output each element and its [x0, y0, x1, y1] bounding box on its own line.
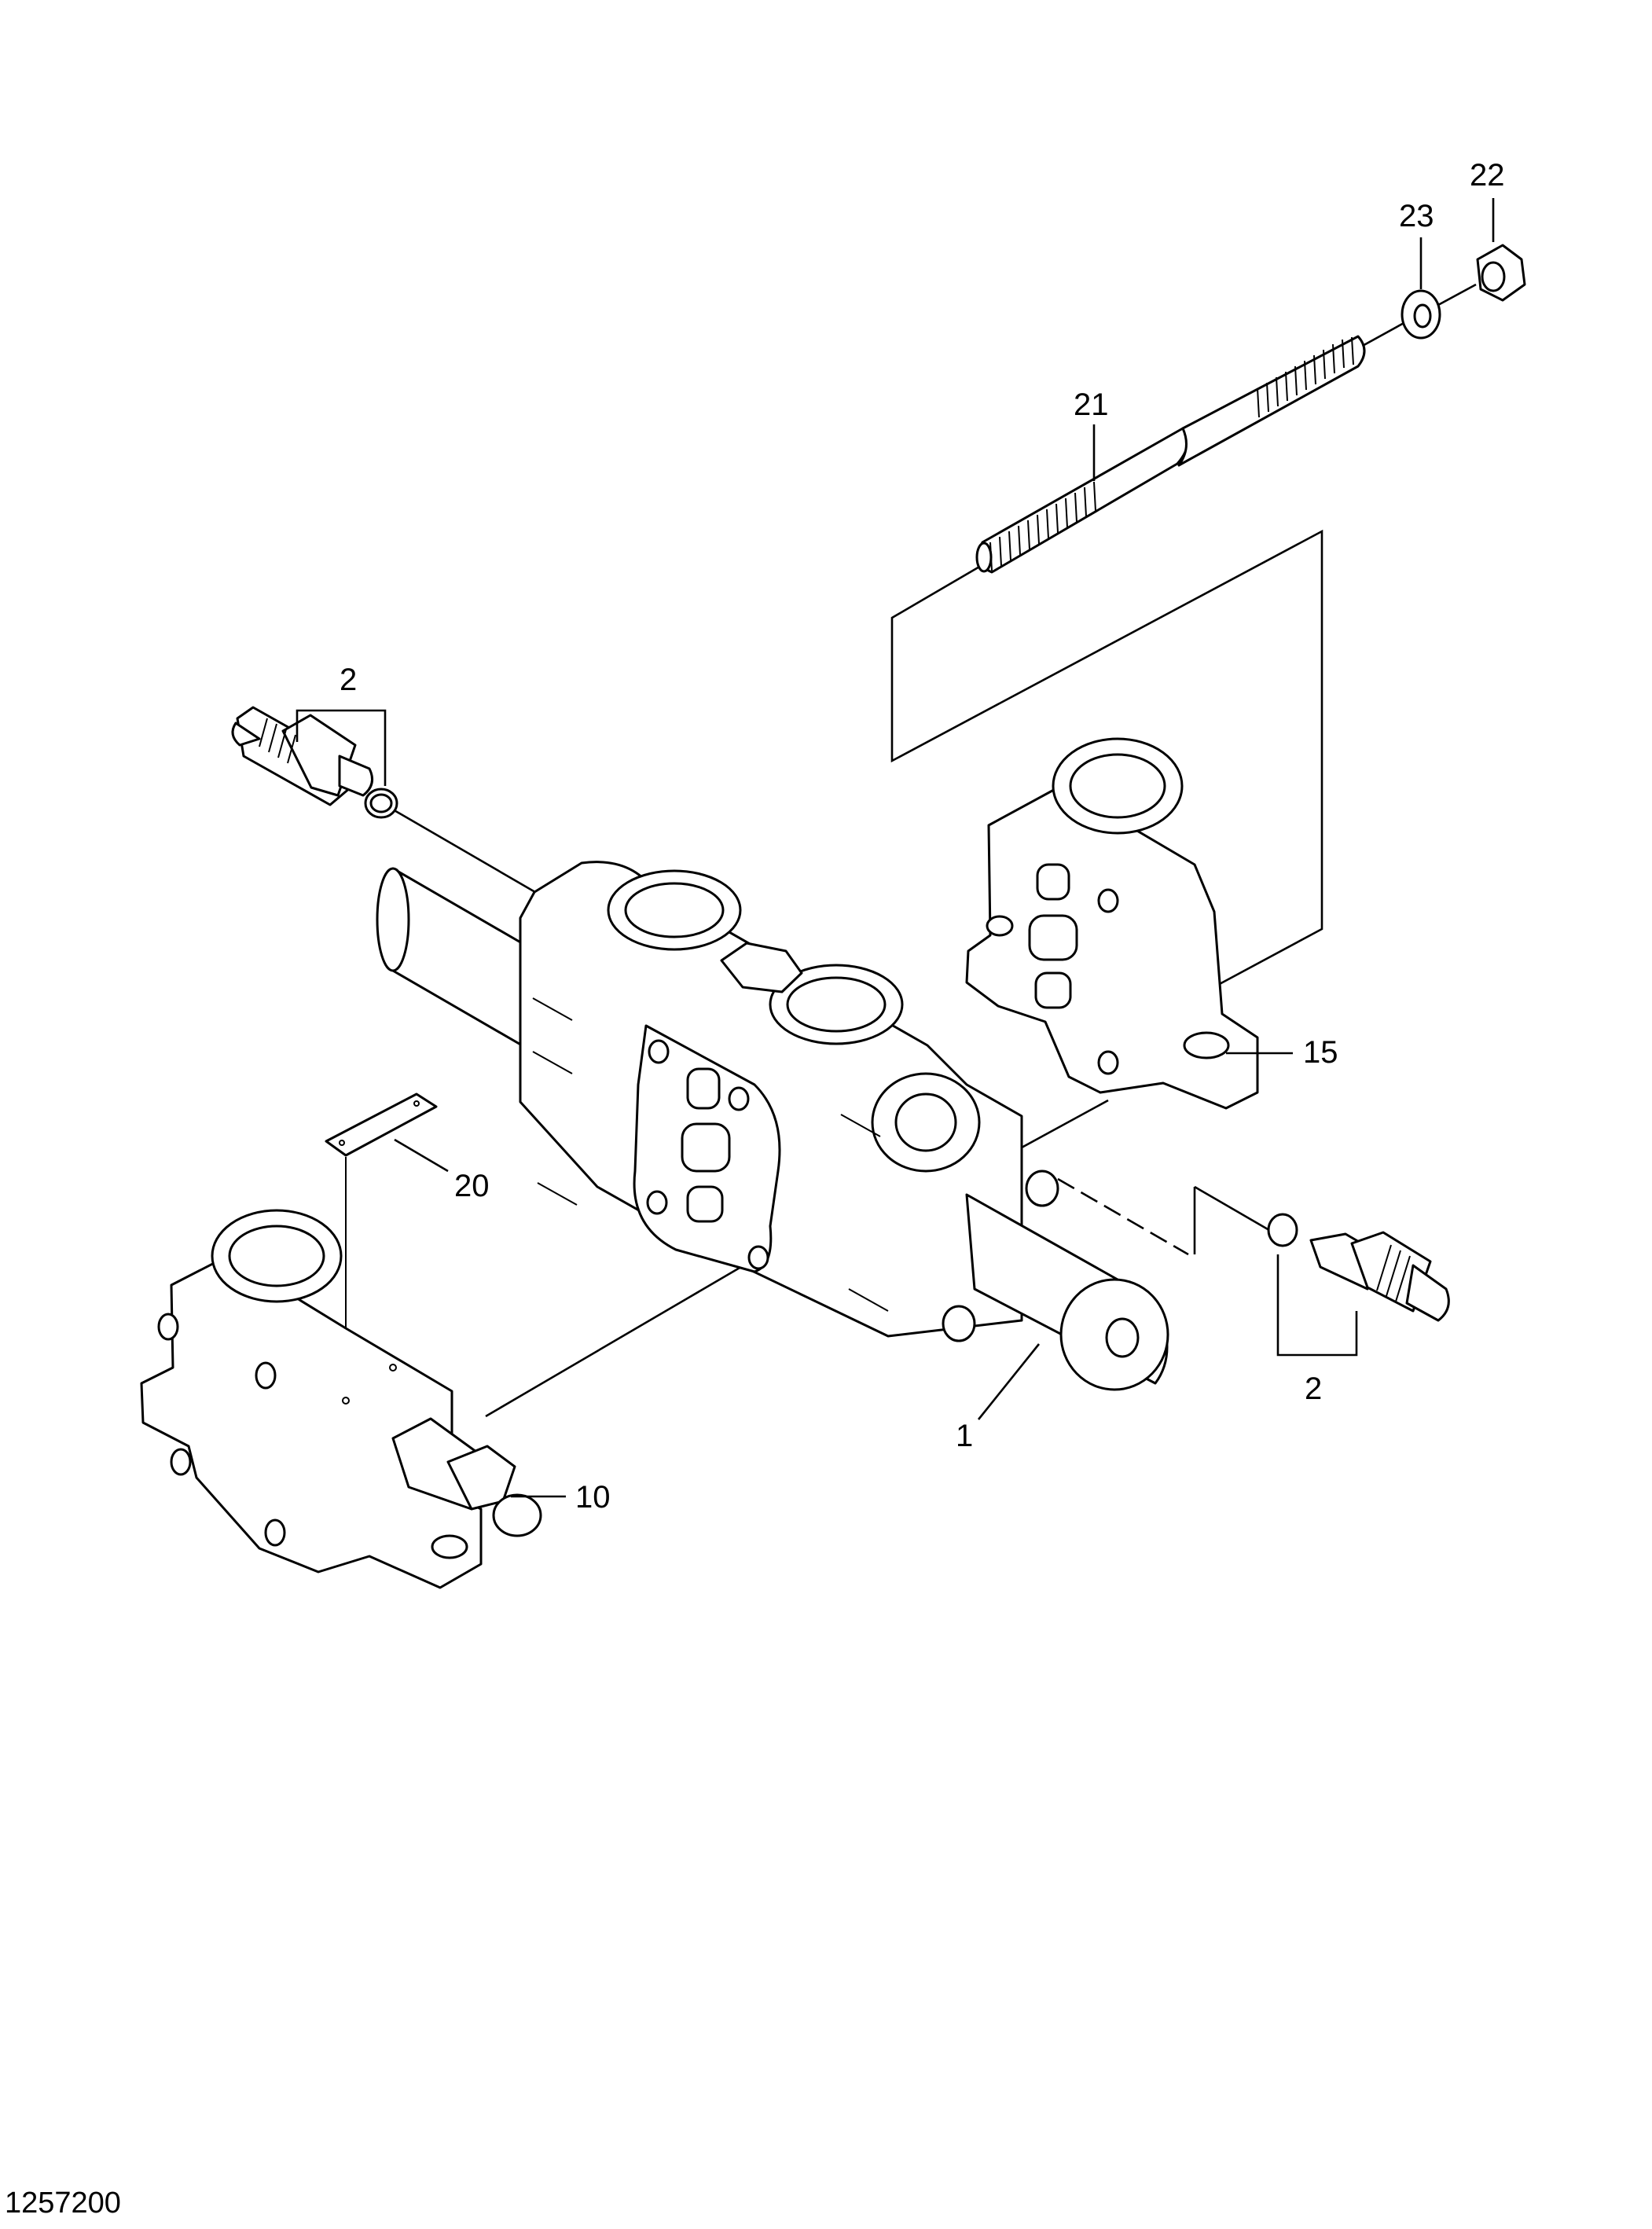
valve-body [376, 861, 1169, 1391]
callout-15: 15 [1303, 1035, 1338, 1070]
hex-nut [1476, 244, 1526, 302]
nameplate [325, 1092, 438, 1157]
callout-labels: 22 23 21 2 15 20 2 1 10 [340, 158, 1505, 1515]
callout-10: 10 [575, 1480, 611, 1515]
spring-washer [1401, 289, 1441, 340]
callout-1: 1 [956, 1419, 973, 1453]
spool-dashed-axis [1057, 1177, 1189, 1256]
callout-2-right: 2 [1305, 1372, 1322, 1406]
callout-23: 23 [1399, 199, 1434, 233]
callout-21: 21 [1074, 387, 1109, 422]
left-relief-valve-axis [392, 808, 545, 899]
outlet-section [140, 1209, 542, 1589]
relief-valve-right [1267, 1213, 1450, 1322]
outlet-to-body-line [485, 1258, 755, 1418]
callout-leaders [296, 198, 1495, 1498]
stud-assembly-bracket [890, 529, 1323, 987]
inlet-section [965, 737, 1259, 1110]
washer-to-nut-axis [1437, 283, 1477, 307]
stud-to-washer-axis [1359, 321, 1406, 349]
reference-number: 1257200 [5, 2187, 121, 2220]
callout-22: 22 [1470, 158, 1505, 193]
relief-valve-upper [231, 706, 398, 819]
callout-2-upper: 2 [340, 663, 357, 697]
callout-20: 20 [454, 1169, 490, 1203]
right-relief-axis [1194, 1185, 1274, 1234]
tie-stud [975, 335, 1366, 574]
